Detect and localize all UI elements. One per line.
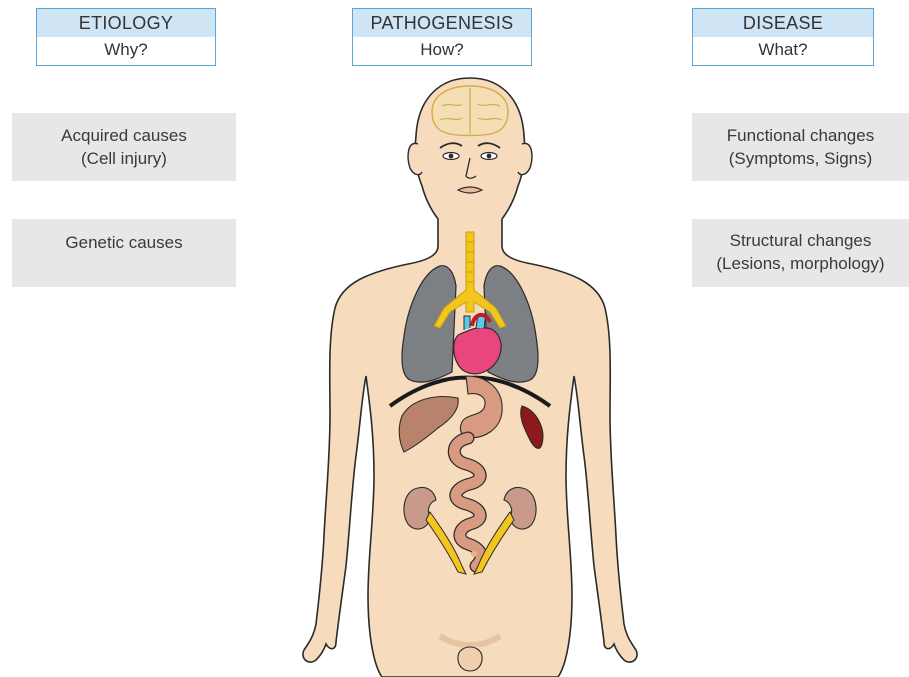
acquired-causes-note: (Cell injury): [81, 147, 167, 170]
pathogenesis-header: PATHOGENESIS How?: [352, 8, 532, 66]
structural-changes-note: (Lesions, morphology): [716, 252, 884, 275]
human-body-illustration: [290, 76, 650, 677]
left-pupil: [449, 154, 454, 159]
pathogenesis-title: PATHOGENESIS: [353, 9, 531, 37]
genitals: [458, 647, 482, 671]
pathogenesis-subtitle: How?: [353, 37, 531, 65]
functional-changes-box: Functional changes (Symptoms, Signs): [692, 113, 909, 181]
disease-title: DISEASE: [693, 9, 873, 37]
acquired-causes-label: Acquired causes: [61, 124, 187, 147]
right-pupil: [487, 154, 492, 159]
genetic-causes-label: Genetic causes: [65, 231, 182, 254]
disease-header: DISEASE What?: [692, 8, 874, 66]
structural-changes-label: Structural changes: [730, 229, 872, 252]
navel: [471, 551, 477, 557]
disease-subtitle: What?: [693, 37, 873, 65]
genetic-causes-box: Genetic causes: [12, 219, 236, 287]
structural-changes-box: Structural changes (Lesions, morphology): [692, 219, 909, 287]
etiology-subtitle: Why?: [37, 37, 215, 65]
etiology-title: ETIOLOGY: [37, 9, 215, 37]
functional-changes-note: (Symptoms, Signs): [729, 147, 873, 170]
mouth: [458, 187, 482, 193]
acquired-causes-box: Acquired causes (Cell injury): [12, 113, 236, 181]
etiology-header: ETIOLOGY Why?: [36, 8, 216, 66]
functional-changes-label: Functional changes: [727, 124, 874, 147]
